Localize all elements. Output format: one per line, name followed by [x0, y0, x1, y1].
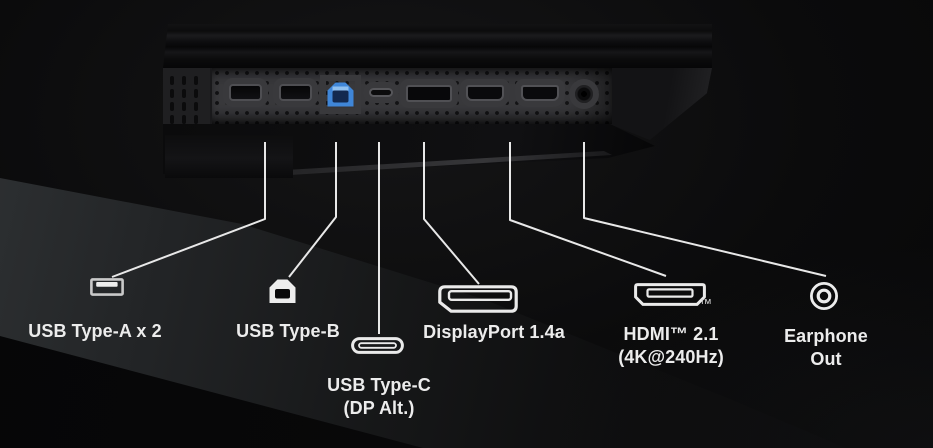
earphone-label-line1: Earphone — [784, 326, 868, 346]
stand-mount — [165, 135, 293, 178]
usb-a-label: USB Type-A x 2 — [15, 320, 175, 343]
usb-a-label-line1: USB Type-A x 2 — [28, 321, 162, 341]
displayport-label-line1: DisplayPort 1.4a — [423, 322, 565, 342]
earphone-label: Earphone Out — [746, 325, 906, 371]
monitor-body — [163, 24, 712, 68]
displayport-port — [406, 85, 452, 102]
hdmi-label-line2: (4K@240Hz) — [618, 347, 724, 367]
usb-c-label: USB Type-C (DP Alt.) — [299, 374, 459, 420]
earphone-jack — [575, 85, 593, 103]
usb-type-c-icon — [351, 337, 404, 354]
usb-type-a-icon — [90, 278, 124, 296]
usb-b-label: USB Type-B — [208, 320, 368, 343]
usb-c-port — [369, 88, 393, 97]
hdmi-port-2 — [521, 85, 559, 101]
usb-type-b-icon — [269, 279, 296, 303]
usb-c-label-line1: USB Type-C — [327, 375, 431, 395]
usb-a-port-1 — [229, 84, 262, 101]
usb-c-label-line2: (DP Alt.) — [343, 398, 415, 418]
displayport-icon — [438, 285, 518, 313]
vent-slots — [170, 76, 174, 85]
vent-grille — [163, 68, 210, 132]
corner-glow — [503, 228, 933, 448]
io-panel — [210, 68, 612, 124]
usb-b-label-line1: USB Type-B — [236, 321, 340, 341]
hdmi-label: HDMI™ 2.1 (4K@240Hz) — [591, 323, 751, 369]
leader-line-hdmi — [509, 142, 667, 277]
hdmi-port-1 — [466, 85, 504, 101]
hdmi-tm-mark: ™ — [699, 296, 712, 309]
displayport-label: DisplayPort 1.4a — [414, 321, 574, 344]
hdmi-icon: ™ — [634, 283, 712, 309]
usb-b-port — [327, 82, 354, 107]
earphone-icon — [809, 281, 839, 311]
leader-line-earphone — [583, 142, 827, 277]
earphone-label-line2: Out — [810, 349, 842, 369]
usb-a-port-2 — [279, 84, 312, 101]
leader-line-displayport — [423, 142, 480, 285]
hdmi-label-line1: HDMI™ 2.1 — [623, 324, 719, 344]
leader-line-usb-b — [288, 142, 337, 278]
leader-line-usb-a — [111, 142, 266, 278]
